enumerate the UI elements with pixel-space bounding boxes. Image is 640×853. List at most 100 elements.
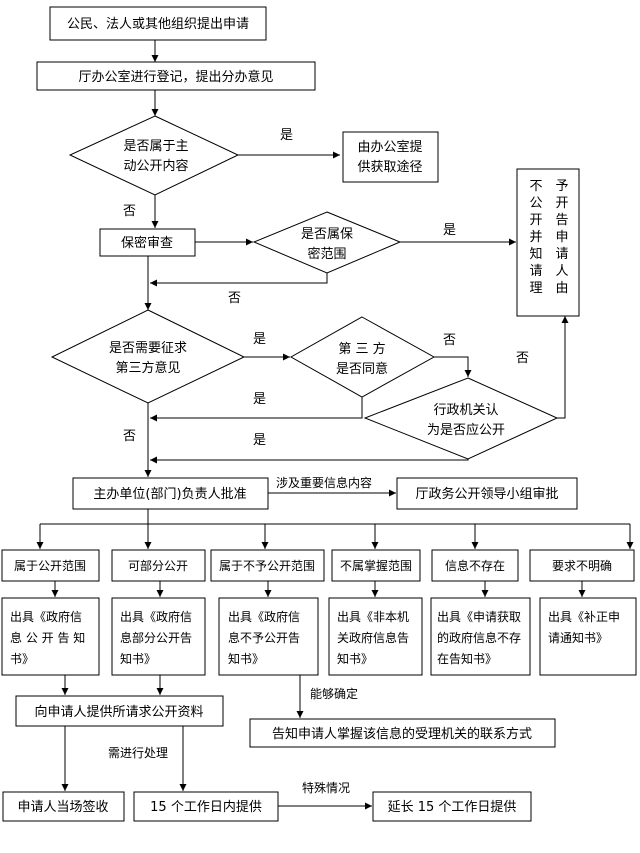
decision-secret: 是否属保 密范围 [252, 211, 402, 274]
doc-not-held-line1: 出具《非本机 [337, 610, 409, 624]
decision-agree-line1: 第 三 方 [338, 341, 385, 357]
refuse-char: 不 [529, 179, 542, 194]
node-office-line1: 由办公室提 [357, 139, 422, 155]
doc-public-line1: 出具《政府信 [10, 609, 82, 624]
node-within15: 15 个工作日内提供 [133, 791, 279, 822]
refuse-char: 予 [555, 179, 568, 194]
doc-public-line3: 书》 [10, 652, 34, 666]
node-office-line2: 供获取途径 [357, 159, 422, 175]
doc-unclear-line1: 出具《补正申 [548, 610, 620, 624]
category-unclear-text: 要求不明确 [552, 559, 612, 573]
label-can-confirm: 能够确定 [310, 686, 358, 701]
doc-public: 出具《政府信 息 公 开 告 知 书》 [1, 597, 100, 676]
doc-unclear: 出具《补正申 请通知书》 [539, 597, 637, 676]
category-not-public: 属于不予公开范围 [210, 549, 325, 582]
node-apply: 公民、法人或其他组织提出申请 [49, 6, 267, 41]
doc-not-held: 出具《非本机 关政府信息告 知书》 [328, 597, 423, 676]
label-important: 涉及重要信息内容 [276, 475, 372, 490]
decision-third-line1: 是否需要征求 [109, 341, 187, 356]
category-not-held-text: 不属掌握范围 [340, 558, 412, 573]
label-yes-secret: 是 [443, 223, 456, 238]
edge-labels: 是 否 是 否 是 否 否 是 否 是 涉及重要信息内容 能够确定 需进行处理 … [108, 128, 529, 795]
refuse-char: 开 [529, 213, 542, 228]
doc-not-public: 出具《政府信 息不予公开告 知书》 [218, 597, 319, 676]
label-no-secret: 否 [228, 291, 241, 306]
node-sign: 申请人当场签收 [2, 791, 125, 822]
category-partial: 可部分公开 [111, 549, 206, 582]
node-register-text: 厅办公室进行登记，提出分办意见 [78, 69, 273, 85]
label-no-third: 否 [123, 429, 136, 444]
doc-not-exist: 出具《申请获取 的政府信息不存 在告知书》 [430, 597, 531, 676]
refuse-char: 请 [529, 264, 542, 279]
category-not-exist-text: 信息不存在 [445, 558, 505, 573]
decision-active-line1: 是否属于主 [123, 139, 188, 154]
doc-public-line2: 息 公 开 告 知 [10, 630, 85, 645]
doc-partial-line2: 息部分公开告 [120, 630, 192, 645]
doc-not-held-line2: 关政府信息告 [337, 630, 409, 645]
decision-secret-line2: 密范围 [307, 246, 346, 262]
node-apply-text: 公民、法人或其他组织提出申请 [67, 16, 249, 32]
refuse-char: 请 [555, 247, 568, 262]
decision-should: 行政机关认 为是否应公开 [363, 377, 559, 460]
refuse-char: 申 [555, 230, 568, 245]
label-no-should: 否 [516, 351, 529, 366]
decision-should-line1: 行政机关认 [433, 403, 498, 418]
doc-partial: 出具《政府信 息部分公开告 知书》 [111, 597, 206, 676]
connectors [36, 40, 634, 810]
node-within15-text: 15 个工作日内提供 [150, 799, 262, 815]
category-public-text: 属于公开范围 [14, 559, 86, 573]
decision-active: 是否属于主 动公开内容 [68, 115, 240, 196]
doc-not-exist-line2: 的政府信息不存 [437, 630, 521, 645]
label-no-active: 否 [123, 204, 136, 219]
decision-should-line2: 为是否应公开 [427, 422, 505, 438]
category-partial-text: 可部分公开 [128, 558, 188, 573]
label-special: 特殊情况 [302, 780, 350, 795]
node-approve: 主办单位(部门)负责人批准 [72, 477, 269, 510]
decision-third-line2: 第三方意见 [115, 360, 180, 376]
label-yes-agree: 是 [253, 392, 266, 407]
node-provide: 向申请人提供所请求公开资料 [15, 695, 224, 727]
label-yes-should: 是 [253, 433, 266, 448]
refuse-char: 告 [555, 213, 568, 228]
refuse-char: 人 [555, 264, 568, 279]
doc-partial-line3: 知书》 [120, 652, 156, 666]
category-not-exist: 信息不存在 [431, 549, 519, 582]
node-leader: 厅政务公开领导小组审批 [396, 477, 578, 510]
doc-partial-line1: 出具《政府信 [120, 609, 192, 624]
decision-agree-line2: 是否同意 [336, 361, 388, 377]
node-extend15-text: 延长 15 个工作日提供 [388, 799, 517, 815]
refuse-char: 公 [529, 196, 542, 211]
refuse-char: 理 [529, 281, 542, 296]
node-inform-text: 告知申请人掌握该信息的受理机关的联系方式 [272, 726, 532, 742]
doc-not-exist-line1: 出具《申请获取 [437, 610, 521, 624]
doc-not-exist-line3: 在告知书》 [437, 652, 497, 666]
doc-not-public-line3: 知书》 [228, 652, 264, 666]
category-not-held: 不属掌握范围 [331, 549, 421, 582]
doc-not-public-line2: 息不予公开告 [228, 630, 300, 645]
node-office: 由办公室提 供获取途径 [342, 131, 439, 183]
node-approve-text: 主办单位(部门)负责人批准 [93, 487, 246, 502]
decision-agree: 第 三 方 是否同意 [289, 316, 436, 398]
label-yes-third: 是 [253, 332, 266, 347]
refuse-char: 开 [555, 196, 568, 211]
doc-not-held-line3: 知书》 [337, 652, 373, 666]
refuse-char: 由 [555, 281, 568, 296]
decision-secret-line1: 是否属保 [301, 227, 353, 242]
node-provide-text: 向申请人提供所请求公开资料 [34, 704, 203, 720]
node-register: 厅办公室进行登记，提出分办意见 [36, 61, 316, 91]
refuse-char: 并 [529, 230, 542, 245]
node-secrecy-review: 保密审查 [99, 228, 196, 257]
label-need-process: 需进行处理 [108, 746, 168, 760]
doc-unclear-line2: 请通知书》 [548, 631, 608, 645]
doc-not-public-line1: 出具《政府信 [228, 609, 300, 624]
node-inform: 告知申请人掌握该信息的受理机关的联系方式 [249, 718, 556, 748]
node-extend15: 延长 15 个工作日提供 [372, 791, 532, 822]
decision-third: 是否需要征求 第三方意见 [50, 309, 246, 404]
label-yes-active: 是 [280, 128, 293, 143]
category-public: 属于公开范围 [1, 549, 100, 582]
refuse-char: 知 [529, 246, 542, 262]
node-secrecy-review-text: 保密审查 [121, 235, 173, 251]
category-unclear: 要求不明确 [529, 549, 635, 582]
